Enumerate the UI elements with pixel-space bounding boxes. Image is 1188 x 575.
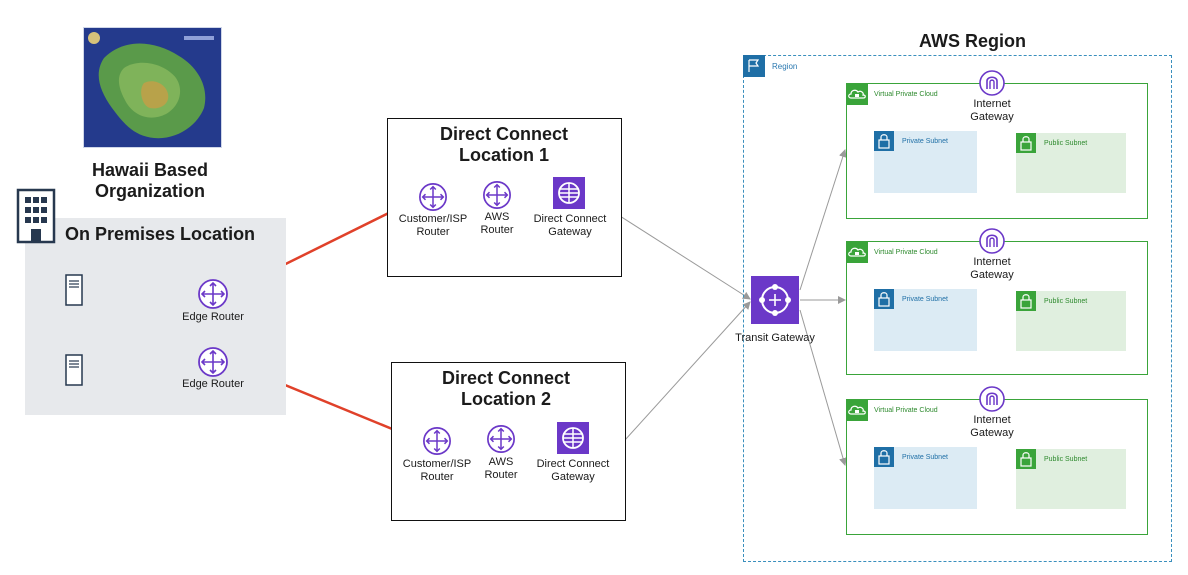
public-subnet-label: Public Subnet xyxy=(1044,298,1088,305)
direct-connect-gateway-icon[interactable] xyxy=(553,177,585,209)
private-subnet-label: Private Subnet xyxy=(902,138,948,145)
public-subnet-label: Public Subnet xyxy=(1044,456,1088,463)
flag-icon xyxy=(743,55,765,77)
lock-icon xyxy=(1016,133,1036,153)
vpc-label: Virtual Private Cloud xyxy=(874,407,938,414)
on-premises-title: On Premises Location xyxy=(65,224,256,244)
server-icon xyxy=(65,274,83,306)
direct-connect-gateway-label: Direct Connect Gateway xyxy=(536,458,610,483)
aws-region-box xyxy=(743,55,1172,562)
edge-router-label: Edge Router xyxy=(182,378,244,390)
lock-icon xyxy=(1016,291,1036,311)
customer-router-label: Customer/ISP Router xyxy=(398,213,468,238)
internet-gateway-label: Internet Gateway xyxy=(970,256,1014,281)
transit-gateway-icon[interactable] xyxy=(751,276,799,324)
customer-router-label: Customer/ISP Router xyxy=(402,458,472,483)
router-icon[interactable] xyxy=(197,278,229,310)
aws-router-icon[interactable] xyxy=(486,424,516,454)
private-subnet-label: Private Subnet xyxy=(902,454,948,461)
link-dcgw2-tgw xyxy=(624,301,751,441)
link-tgw-vpc1 xyxy=(799,149,847,291)
organization-title: Hawaii Based Organization xyxy=(91,160,209,201)
cloud-lock-icon xyxy=(846,241,868,263)
lock-icon xyxy=(874,131,894,151)
internet-gateway-label: Internet Gateway xyxy=(970,414,1014,439)
dc-location-title: Direct Connect Location 2 xyxy=(441,368,571,409)
router-icon[interactable] xyxy=(197,346,229,378)
lock-icon xyxy=(874,289,894,309)
building-icon xyxy=(16,188,56,244)
router-icon[interactable] xyxy=(422,426,452,456)
server-icon xyxy=(65,354,83,386)
aws-router-icon[interactable] xyxy=(482,180,512,210)
edge-router-label: Edge Router xyxy=(182,311,244,323)
router-icon[interactable] xyxy=(418,182,448,212)
hawaii-map-image xyxy=(83,27,222,148)
lock-icon xyxy=(874,447,894,467)
direct-connect-gateway-label: Direct Connect Gateway xyxy=(533,213,607,238)
public-subnet-label: Public Subnet xyxy=(1044,140,1088,147)
lock-icon xyxy=(1016,449,1036,469)
aws-router-label: AWS Router xyxy=(484,456,518,481)
cloud-lock-icon xyxy=(846,83,868,105)
link-tgw-vpc3 xyxy=(799,309,847,466)
internet-gateway-icon[interactable] xyxy=(979,70,1005,96)
internet-gateway-icon[interactable] xyxy=(979,228,1005,254)
region-label: Region xyxy=(772,62,798,71)
cloud-lock-icon xyxy=(846,399,868,421)
vpc-label: Virtual Private Cloud xyxy=(874,249,938,256)
internet-gateway-label: Internet Gateway xyxy=(970,98,1014,123)
private-subnet-label: Private Subnet xyxy=(902,296,948,303)
vpc-label: Virtual Private Cloud xyxy=(874,91,938,98)
direct-connect-gateway-icon[interactable] xyxy=(557,422,589,454)
internet-gateway-icon[interactable] xyxy=(979,386,1005,412)
dc-location-title: Direct Connect Location 1 xyxy=(439,124,569,165)
aws-region-title: AWS Region xyxy=(919,31,1026,51)
transit-gateway-label: Transit Gateway xyxy=(735,332,815,344)
aws-router-label: AWS Router xyxy=(480,211,514,236)
